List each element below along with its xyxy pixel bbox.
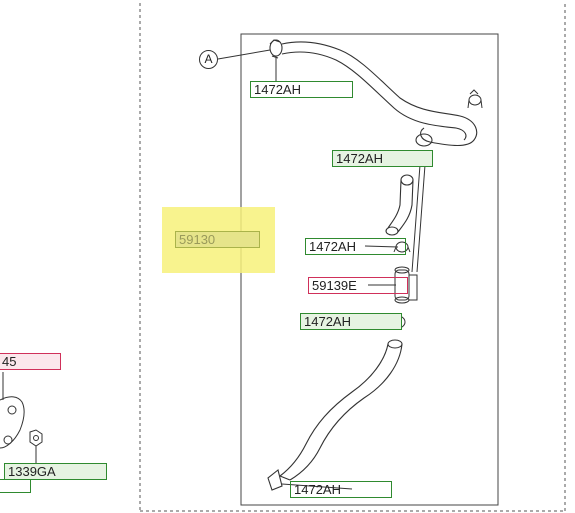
label-1472ah-3[interactable]: 1472AH — [305, 238, 406, 255]
label-partial-45[interactable]: 45 — [0, 353, 61, 370]
label-1472ah-bottom[interactable]: 1472AH — [290, 481, 392, 498]
label-59139e[interactable]: 59139E — [308, 277, 408, 294]
bolt-part — [29, 429, 43, 464]
callout-a: A — [199, 50, 218, 69]
label-59130[interactable]: 59130 — [175, 231, 260, 248]
clip-top-right — [467, 89, 483, 109]
label-1339ga[interactable]: 1339GA — [4, 463, 107, 480]
metal-pipe — [411, 164, 426, 273]
label-1472ah-4[interactable]: 1472AH — [300, 313, 402, 330]
assembly-frame — [240, 33, 499, 506]
middle-hose — [385, 174, 414, 236]
label-1472ah-top[interactable]: 1472AH — [250, 81, 353, 98]
label-1472ah-2[interactable]: 1472AH — [332, 150, 433, 167]
flange-part — [0, 372, 25, 449]
label-partial-box — [0, 479, 31, 493]
dashed-frame — [139, 3, 566, 512]
lower-hose — [267, 339, 403, 491]
